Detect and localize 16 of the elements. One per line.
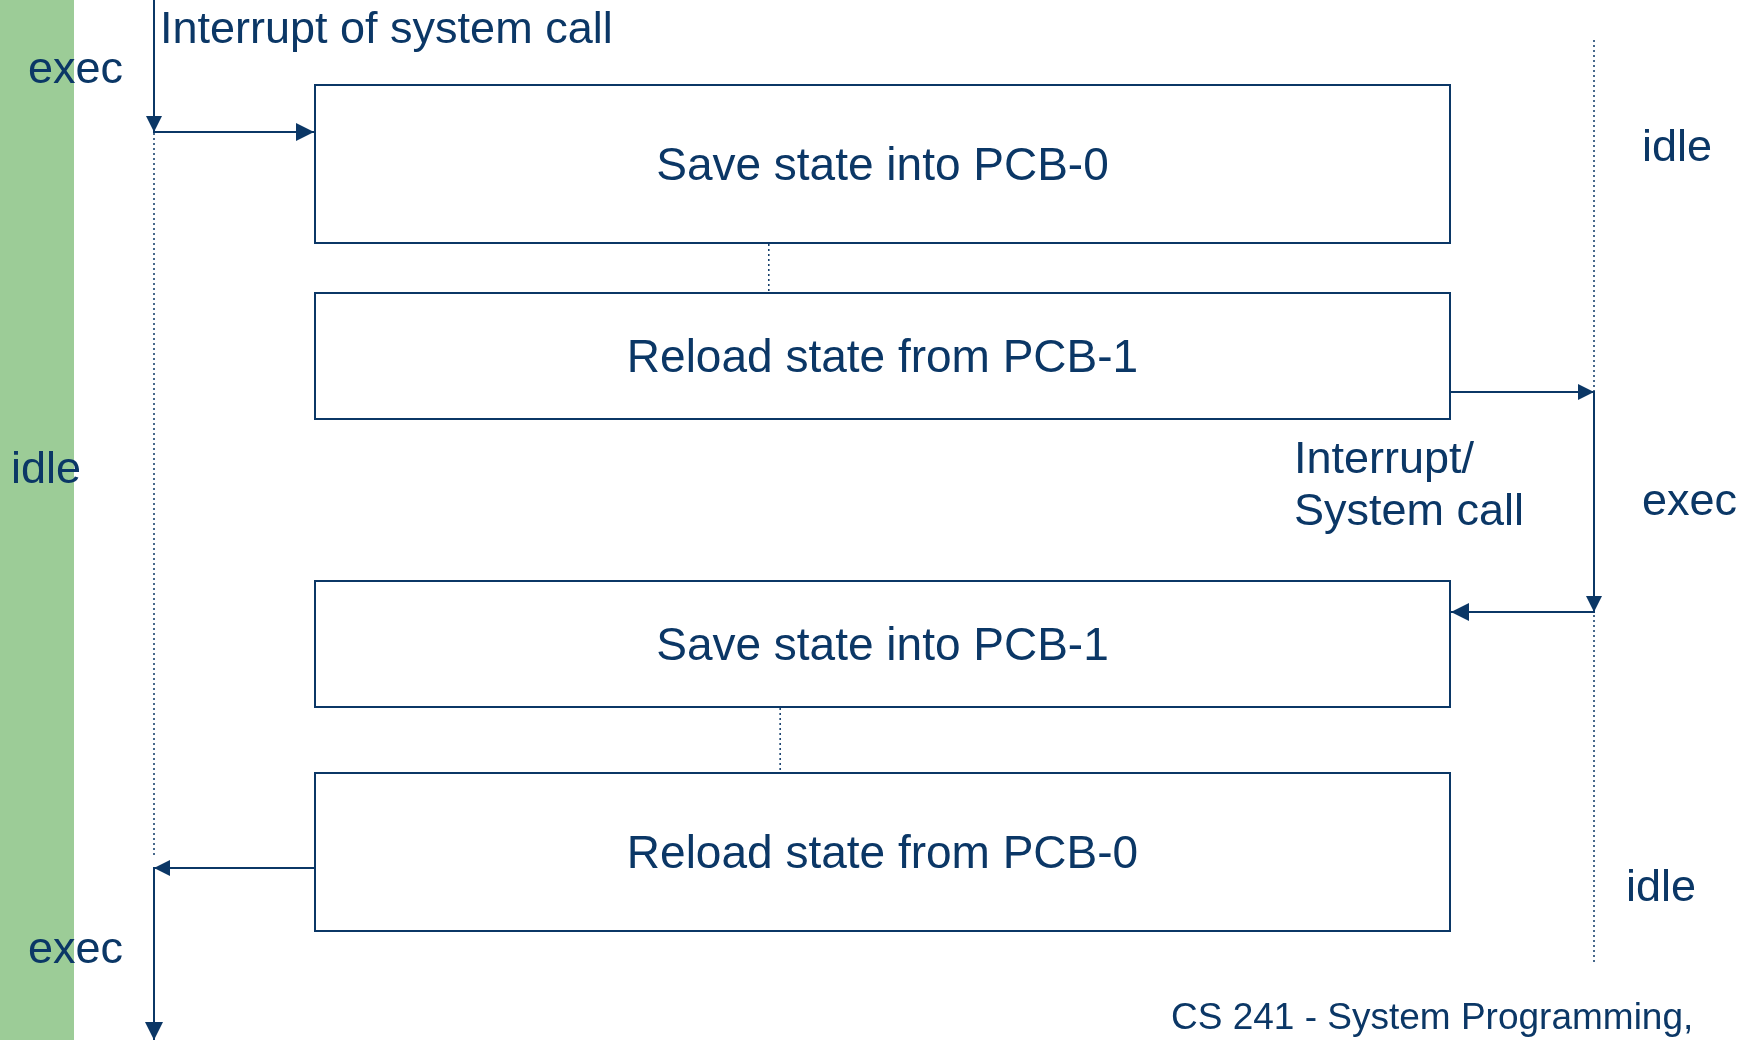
state-label: idle	[1626, 860, 1697, 912]
box-text: Save state into PCB-0	[656, 137, 1109, 191]
footer-text: CS 241 - System Programming,	[1171, 996, 1694, 1039]
box-text: Reload state from PCB-1	[626, 329, 1139, 383]
box-text: Reload state from PCB-0	[626, 825, 1139, 879]
box-text: Save state into PCB-1	[656, 617, 1109, 671]
process-box	[314, 772, 1451, 932]
state-label: exec	[28, 922, 124, 974]
process-box	[314, 580, 1451, 708]
edge-label: Interrupt/ System call	[1294, 432, 1526, 536]
edge-label: Interrupt of system call	[160, 2, 613, 54]
state-label: exec	[28, 42, 124, 94]
state-label: exec	[1642, 474, 1738, 526]
state-label: idle	[1642, 120, 1713, 172]
process-box	[314, 84, 1451, 244]
process-box	[314, 292, 1451, 420]
